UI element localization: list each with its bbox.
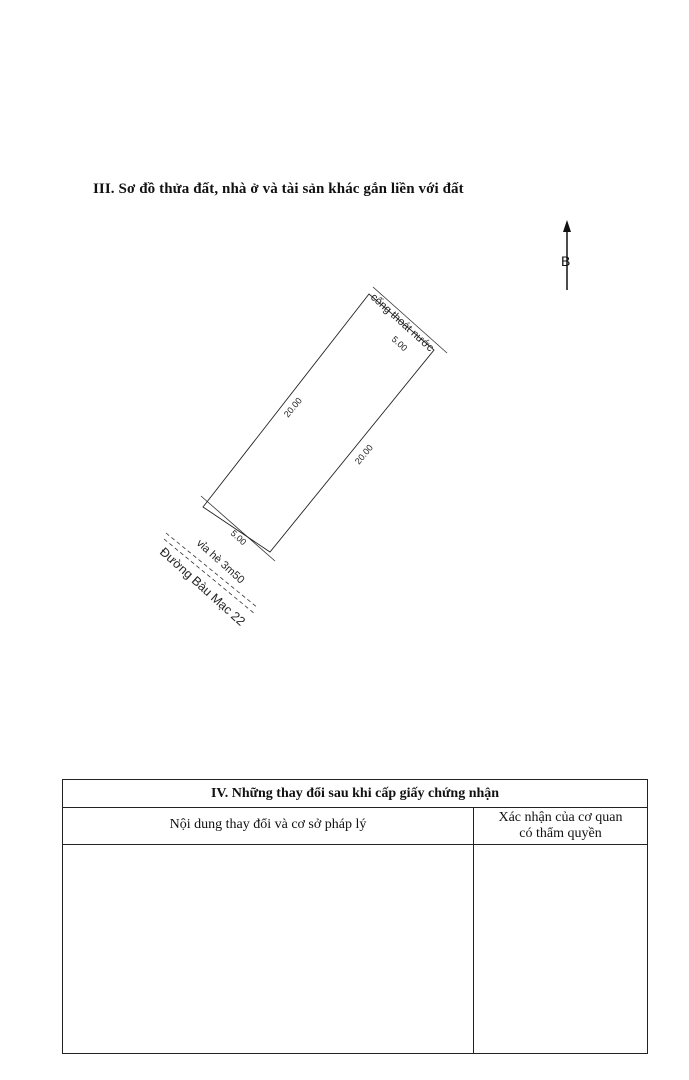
- road-label: Đường Bàu Mạc 22: [157, 545, 248, 629]
- plot-boundary: [202, 293, 435, 553]
- column-header-confirmation-line1: Xác nhận của cơ quan: [498, 810, 623, 825]
- dim-left: 20.00: [282, 396, 304, 420]
- column-header-confirmation: Xác nhận của cơ quan có thẩm quyền: [474, 807, 647, 845]
- north-label: B: [561, 253, 570, 269]
- north-arrow-icon: B: [561, 220, 571, 290]
- sidewalk-lines: [163, 532, 259, 615]
- plot-extension-lines: [200, 286, 448, 562]
- dim-top: 5.00: [390, 334, 410, 353]
- changes-table: IV. Những thay đổi sau khi cấp giấy chứn…: [62, 779, 648, 1054]
- confirmation-cell: [474, 845, 647, 1053]
- land-plot-diagram: B 5.00 5.00 20.00 20.00 cống thoát nước …: [157, 220, 571, 629]
- column-header-confirmation-line2: có thẩm quyền: [519, 826, 602, 841]
- dim-bottom: 5.00: [229, 528, 249, 547]
- section-iii-title: III. Sơ đồ thửa đất, nhà ở và tài sản kh…: [93, 181, 464, 197]
- column-header-content: Nội dung thay đổi và cơ sở pháp lý: [63, 807, 474, 845]
- content-cell: [63, 845, 474, 1053]
- section-iv-title: IV. Những thay đổi sau khi cấp giấy chứn…: [63, 780, 647, 808]
